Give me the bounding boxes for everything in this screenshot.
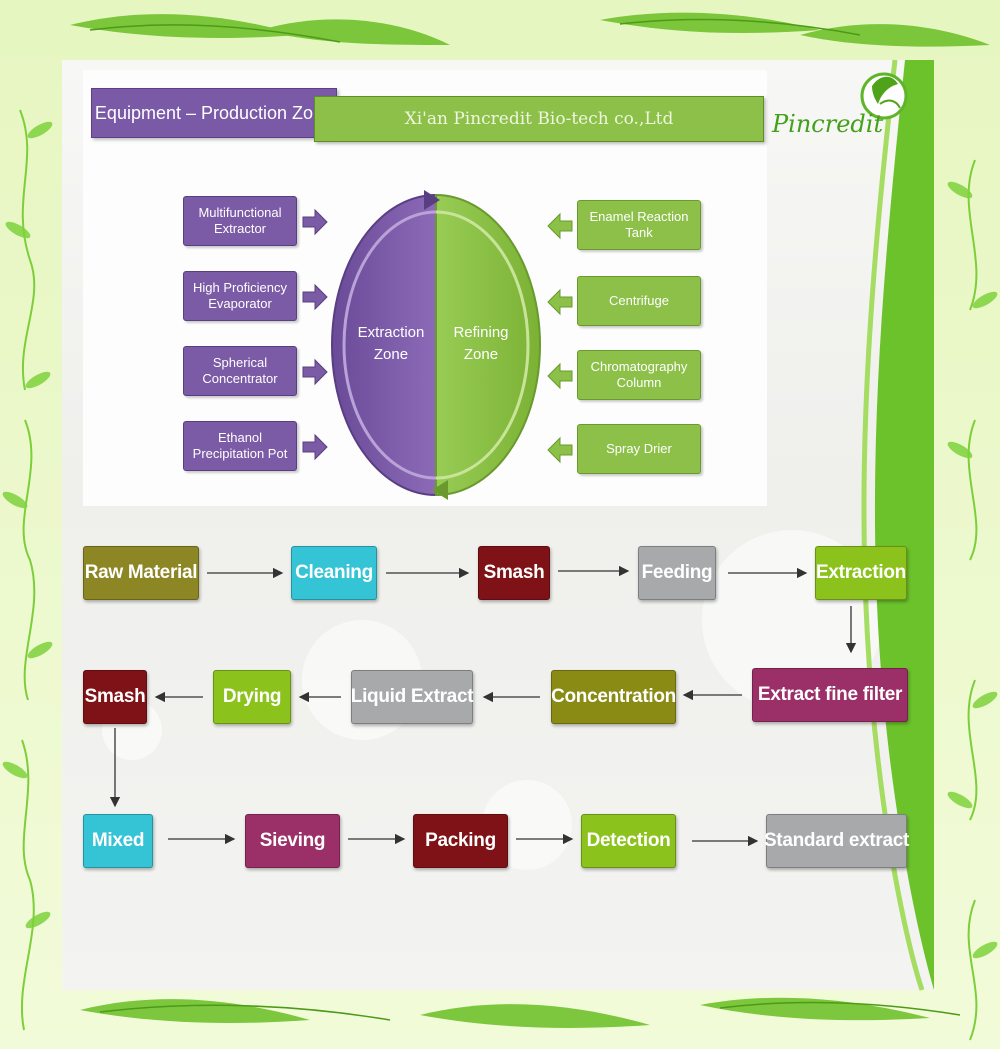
left-arrow-icon [547, 436, 573, 464]
process-step: Packing [413, 814, 508, 868]
right-arrow-icon [302, 433, 328, 461]
process-step: Extraction [815, 546, 907, 600]
right-arrow-icon [302, 358, 328, 386]
process-step: Mixed [83, 814, 153, 868]
equipment-item: Chromatography Column [577, 350, 701, 400]
equipment-item: Spray Drier [577, 424, 701, 474]
process-step: Extract fine filter [752, 668, 908, 722]
process-step: Sieving [245, 814, 340, 868]
company-name-bar: Xi'an Pincredit Bio-tech co.,Ltd [314, 96, 764, 142]
equipment-item: High Proficiency Evaporator [183, 271, 297, 321]
process-step: Feeding [638, 546, 716, 600]
process-step: Liquid Extract [351, 670, 474, 724]
process-step: Standard extract [764, 814, 909, 868]
refining-zone-label: Refining Zone [453, 324, 509, 363]
equipment-item: Multifunctional Extractor [183, 196, 297, 246]
logo-text: Pincredit [772, 110, 884, 138]
process-step: Detection [581, 814, 676, 868]
right-arrow-icon [302, 283, 328, 311]
equipment-item: Centrifuge [577, 276, 701, 326]
process-step: Smash [478, 546, 550, 600]
left-arrow-icon [547, 362, 573, 390]
right-arrow-icon [302, 208, 328, 236]
equipment-item: Spherical Concentrator [183, 346, 297, 396]
process-step: Smash [83, 670, 147, 724]
left-arrow-icon [547, 212, 573, 240]
extraction-zone-label: Extraction Zone [357, 324, 425, 363]
process-step: Drying [213, 670, 291, 724]
process-step: Concentration [551, 670, 676, 724]
equipment-item: Enamel Reaction Tank [577, 200, 701, 250]
process-step: Raw Material [83, 546, 199, 600]
left-arrow-icon [547, 288, 573, 316]
process-step: Cleaning [291, 546, 377, 600]
equipment-item: Ethanol Precipitation Pot [183, 421, 297, 471]
